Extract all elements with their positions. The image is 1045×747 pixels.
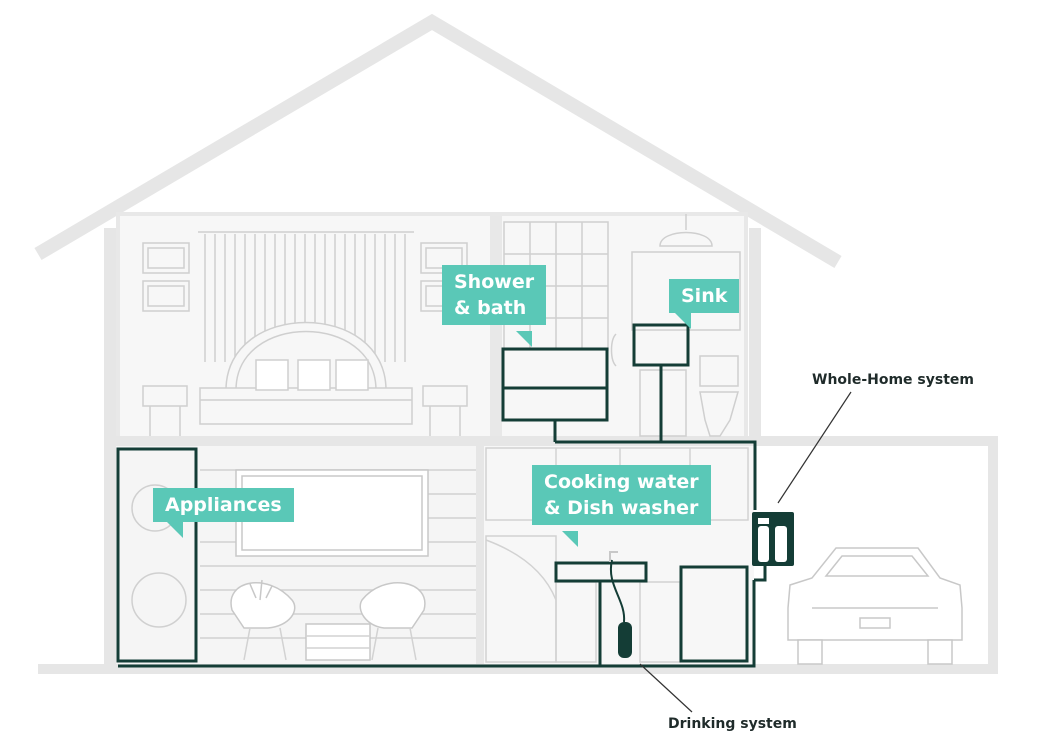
- callout-line: Appliances: [165, 494, 282, 516]
- callout-line: Sink: [681, 285, 728, 307]
- shower-bath-callout: Shower & bath: [442, 265, 547, 325]
- sink-callout-tail: [675, 313, 691, 329]
- whole-home-filter-unit: [752, 512, 794, 566]
- bedroom: [142, 231, 468, 436]
- drinking-leader: [639, 663, 693, 713]
- callout-line: Cooking water: [544, 471, 699, 493]
- callout-line: & Dish washer: [544, 497, 699, 519]
- house-shell: [34, 13, 842, 668]
- appliances-callout: Appliances: [153, 488, 294, 522]
- shower-bath-callout-tail: [516, 331, 532, 347]
- appliances-callout-tail: [167, 522, 183, 538]
- bathroom: [503, 214, 741, 437]
- cooking-dishwasher-callout-tail: [562, 531, 578, 547]
- drinking-system-label: Drinking system: [668, 716, 797, 732]
- callout-line: & bath: [454, 297, 527, 319]
- whole-home-leader: [777, 391, 852, 504]
- washer-porthole: [131, 572, 187, 628]
- washer-dryer-outline: [116, 447, 198, 663]
- car: [787, 547, 963, 665]
- whole-home-system-label: Whole-Home system: [812, 372, 974, 388]
- plumbing-lines: [116, 323, 767, 668]
- cooking-dishwasher-callout: Cooking water & Dish washer: [532, 465, 711, 525]
- drinking-filter-cartridge: [609, 559, 632, 658]
- curtain: [204, 234, 406, 362]
- dishwasher-outline: [679, 565, 749, 663]
- faucet-icon: [609, 551, 618, 562]
- callout-line: Shower: [454, 271, 535, 293]
- sink-callout: Sink: [669, 279, 740, 313]
